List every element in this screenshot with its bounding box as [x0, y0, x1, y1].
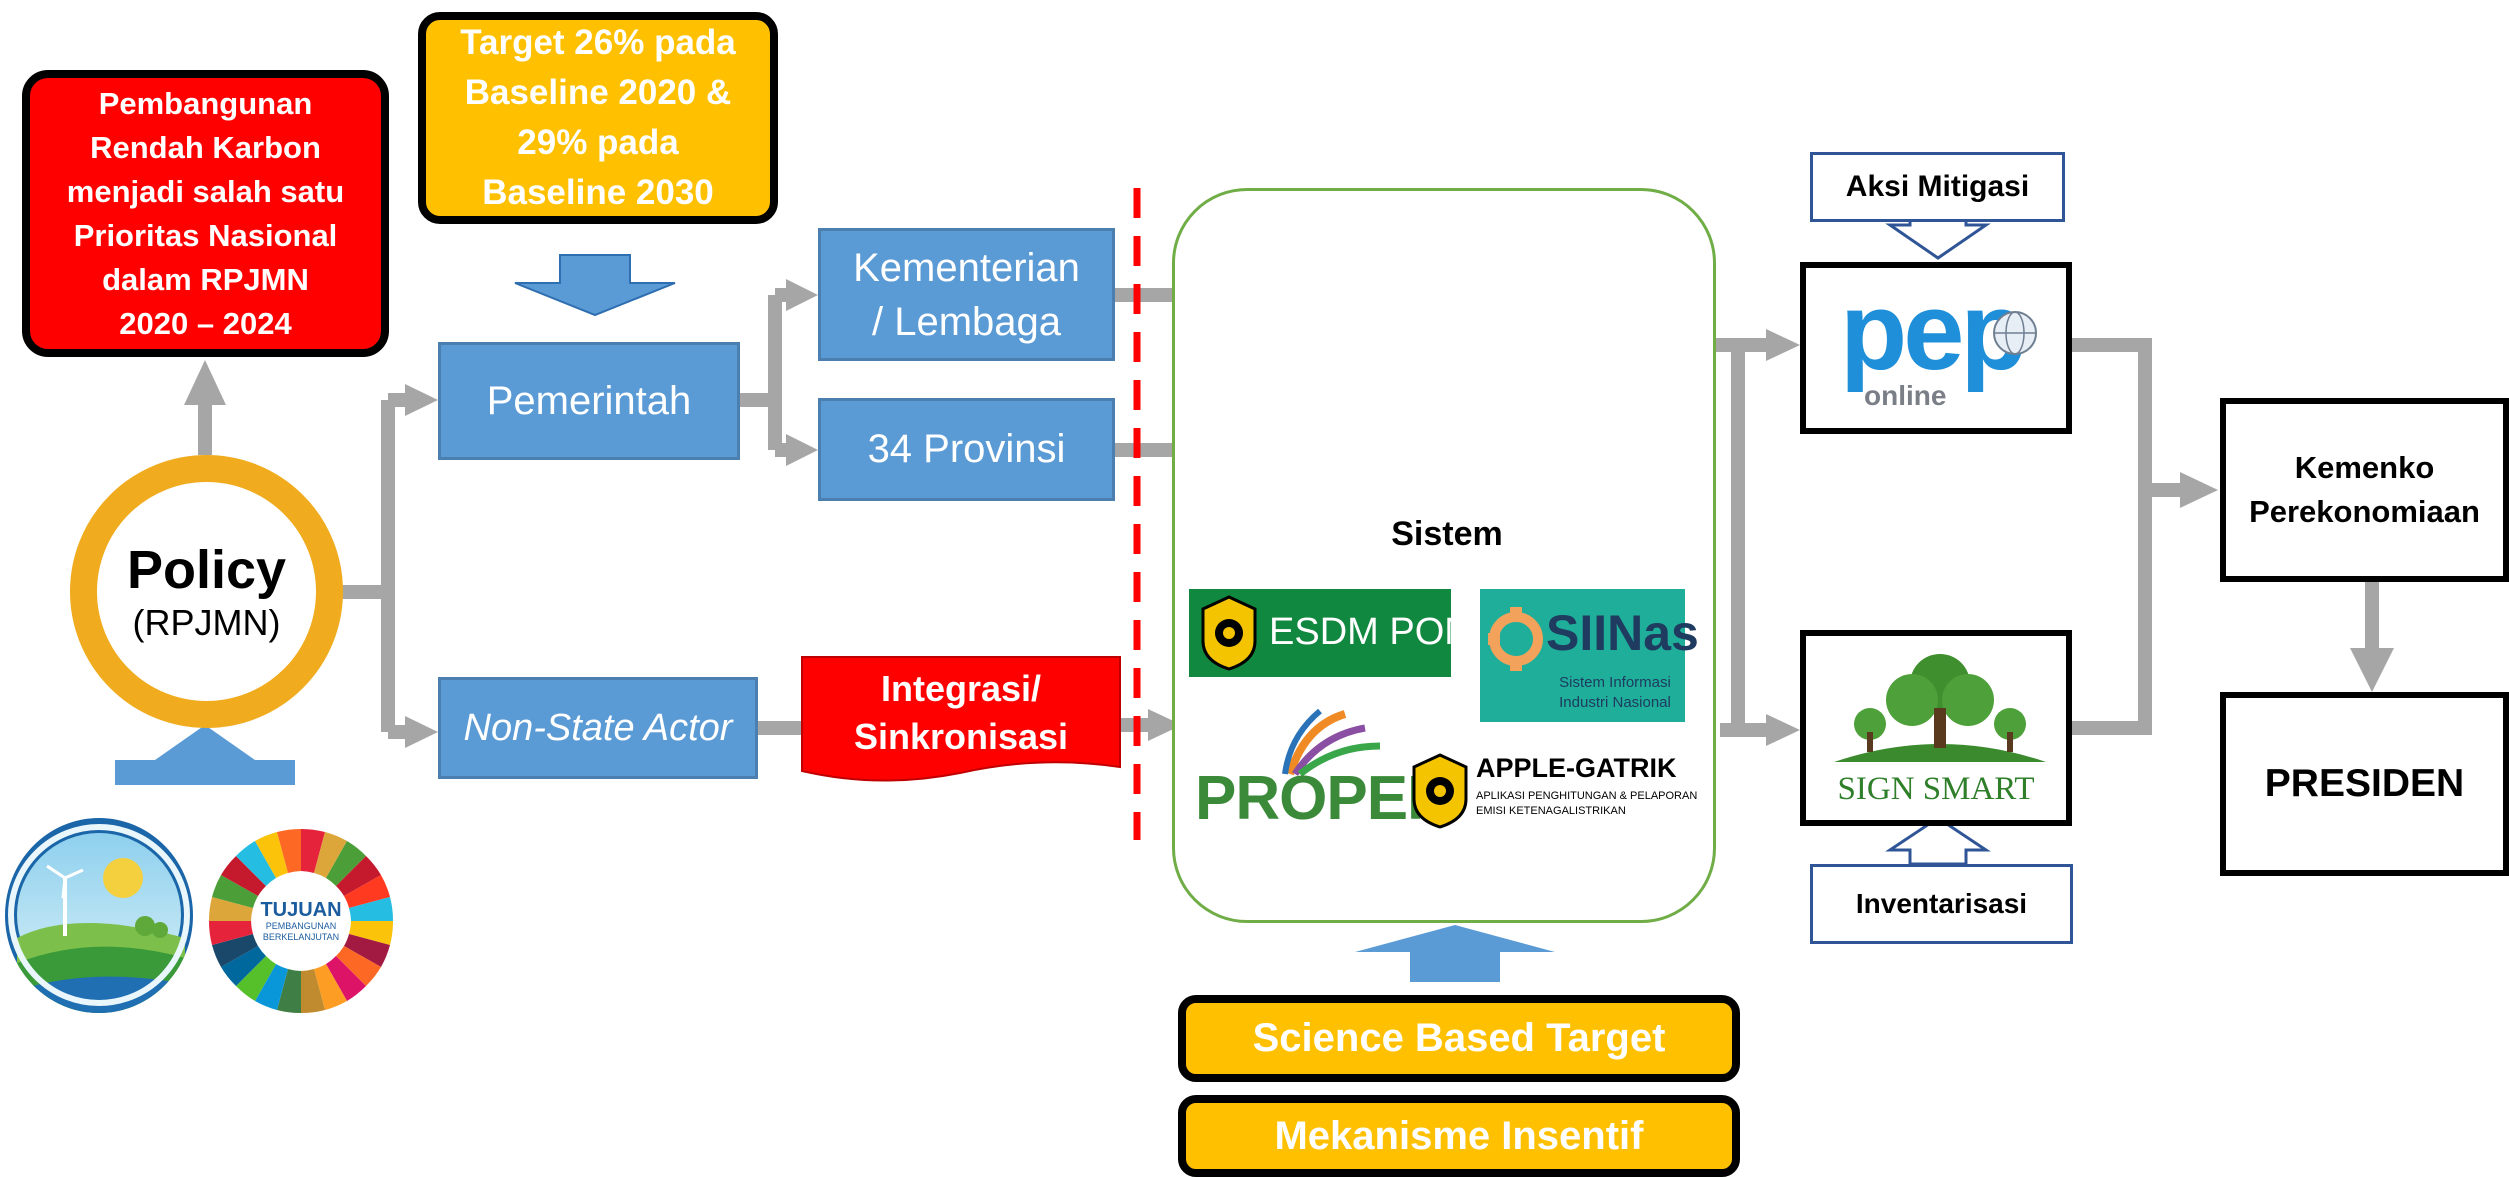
esdm-pome-label: ESDM POME: [1269, 611, 1502, 653]
sign-smart-box: SIGN SMART: [1800, 630, 2072, 826]
sistem-up-arrow: [1355, 925, 1555, 982]
mekanisme-insentif-label: Mekanisme Insentif: [1274, 1113, 1644, 1158]
rpjmn-line: menjadi salah satu: [66, 173, 345, 209]
sdg-label-line: TUJUAN: [260, 899, 342, 921]
esdm-emblem-icon: [1412, 753, 1468, 829]
target-line: Baseline 2030: [482, 173, 714, 212]
sistem-title: Sistem: [1391, 514, 1503, 553]
sdg-label-line: PEMBANGUNAN: [265, 921, 337, 931]
siinas-subtitle-line: Industri Nasional: [1559, 694, 1671, 711]
rpjmn-line: dalam RPJMN: [102, 261, 309, 297]
arrowhead: [184, 360, 226, 405]
kemenko-line: Kemenko: [2294, 450, 2435, 485]
arrowhead: [2180, 472, 2218, 508]
science-based-target-box: Science Based Target: [1178, 995, 1740, 1082]
integrasi-box: Integrasi/ Sinkronisasi: [800, 655, 1122, 785]
target-line: Target 26% pada: [460, 23, 736, 62]
inventarisasi-up-arrow: [1885, 816, 1991, 866]
non-state-actor-box: Non-State Actor: [438, 677, 758, 779]
arrowhead: [405, 716, 438, 748]
siinas-label: SIINas: [1546, 605, 1699, 661]
kemenko-box: Kemenko Perekonomiaan: [2220, 398, 2509, 582]
pemerintah-label: Pemerintah: [486, 378, 692, 423]
tree-icon: [1834, 654, 2046, 762]
arrowhead: [1766, 329, 1800, 361]
sdg-wheel-icon: [208, 828, 394, 1014]
arrowhead: [2350, 648, 2394, 692]
proper-logo: PROPER: [1195, 706, 1452, 832]
sign-smart-label: SIGN SMART: [1837, 770, 2035, 807]
apple-gatrik-logo: APPLE-GATRIK APLIKASI PENGHITUNGAN & PEL…: [1410, 751, 1710, 831]
kementerian-line: Kementerian: [853, 245, 1080, 290]
policy-subtitle: (RPJMN): [132, 601, 281, 643]
wave-shape-icon: [801, 656, 1121, 782]
rpjmn-line: Rendah Karbon: [90, 129, 321, 165]
landscape-icon: [8, 824, 190, 1013]
proper-label: PROPER: [1195, 764, 1452, 833]
gear-icon: [1488, 607, 1543, 671]
kemenko-line: Perekonomiaan: [2249, 494, 2480, 529]
target-line: 29% pada: [517, 123, 679, 162]
rpjmn-line: Prioritas Nasional: [73, 217, 338, 253]
policy-circle: Policy (RPJMN): [70, 455, 343, 728]
leaf-swoosh-icon: [1282, 708, 1381, 776]
esdm-pome-logo: ESDM POME: [1189, 589, 1501, 677]
sistem-box: Sistem ESDM POME SIINas Sistem Informasi…: [1172, 188, 1716, 923]
apple-gatrik-subtitle: APLIKASI PENGHITUNGAN & PELAPORAN EMISI …: [1476, 789, 1706, 819]
apple-gatrik-subtitle-line: APLIKASI PENGHITUNGAN & PELAPORAN: [1476, 790, 1698, 802]
apple-gatrik-subtitle-line: EMISI KETENAGALISTRIKAN: [1476, 805, 1626, 817]
aksi-mitigasi-box: Aksi Mitigasi: [1810, 152, 2065, 222]
arrowhead: [1766, 714, 1800, 746]
kementerian-box: Kementerian / Lembaga: [818, 228, 1115, 361]
mekanisme-insentif-box: Mekanisme Insentif: [1178, 1095, 1740, 1177]
aksi-mitigasi-label: Aksi Mitigasi: [1845, 170, 2030, 203]
globe-icon: [1993, 311, 2037, 355]
rpjmn-line: 2020 – 2024: [119, 305, 292, 341]
provinsi-label: 34 Provinsi: [867, 427, 1066, 471]
sdg-up-arrow: [115, 725, 295, 785]
arrowhead: [405, 384, 438, 416]
target-line: Baseline 2020 &: [464, 73, 732, 112]
policy-title: Policy: [126, 539, 287, 600]
kementerian-line: / Lembaga: [871, 299, 1062, 344]
pep-online-box: pep online: [1800, 262, 2072, 434]
inventarisasi-label: Inventarisasi: [1855, 888, 2028, 919]
presiden-box: PRESIDEN: [2220, 692, 2509, 876]
integrasi-text: Integrasi/ Sinkronisasi: [800, 655, 1122, 770]
online-logo-text: online: [1864, 380, 1947, 411]
siinas-logo: SIINas Sistem Informasi Industri Nasiona…: [1480, 589, 1699, 722]
arrowhead: [786, 434, 818, 466]
non-state-actor-label: Non-State Actor: [463, 706, 733, 749]
provinsi-box: 34 Provinsi: [818, 398, 1115, 501]
integrasi-line: Integrasi/: [880, 667, 1042, 709]
apple-gatrik-label: APPLE-GATRIK: [1476, 753, 1677, 783]
pemerintah-box: Pemerintah: [438, 342, 740, 460]
science-based-target-label: Science Based Target: [1252, 1016, 1666, 1060]
arrowhead: [1148, 709, 1182, 741]
low-carbon-logo: [5, 818, 193, 1013]
target-box: Target 26% pada Baseline 2020 & 29% pada…: [418, 12, 778, 224]
sdg-label-line: BERKELANJUTAN: [262, 932, 340, 942]
sdg-label: TUJUAN PEMBANGUNAN BERKELANJUTAN: [251, 895, 351, 947]
arrowhead: [786, 279, 818, 311]
integrasi-line: Sinkronisasi: [853, 715, 1069, 757]
target-down-arrow: [514, 254, 676, 317]
sdg-logo: TUJUAN PEMBANGUNAN BERKELANJUTAN: [205, 825, 397, 1017]
siinas-subtitle: Sistem Informasi Industri Nasional: [1550, 671, 1680, 715]
esdm-emblem-icon: [1201, 595, 1257, 671]
siinas-subtitle-line: Sistem Informasi: [1559, 674, 1671, 691]
presiden-label: PRESIDEN: [2264, 762, 2465, 805]
rpjmn-line: Pembangunan: [98, 85, 313, 121]
inventarisasi-box: Inventarisasi: [1810, 864, 2073, 944]
rpjmn-priority-box: Pembangunan Rendah Karbon menjadi salah …: [22, 70, 389, 357]
